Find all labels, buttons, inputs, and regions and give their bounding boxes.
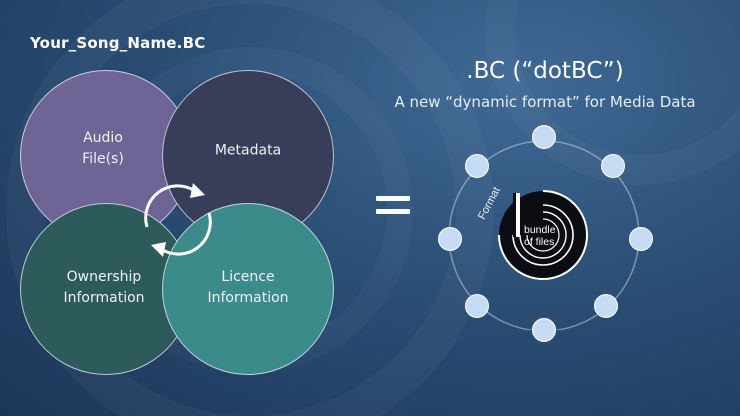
file-node bbox=[465, 294, 489, 318]
file-node bbox=[438, 227, 462, 251]
dotbc-title: .BC (“dotBC”) bbox=[466, 58, 624, 84]
dotbc-subtitle: A new “dynamic format” for Media Data bbox=[394, 93, 696, 111]
file-node bbox=[532, 125, 556, 149]
audio-files-label: Audio File(s) bbox=[82, 130, 124, 167]
dotbc-logo-icon bbox=[498, 190, 588, 280]
bundle-of-files-label: bundle of files bbox=[524, 224, 556, 248]
file-name-title: Your_Song_Name.BC bbox=[30, 34, 206, 52]
file-node bbox=[629, 227, 653, 251]
cycle-arrows-icon bbox=[144, 183, 212, 257]
metadata-label: Metadata bbox=[214, 142, 282, 159]
file-node bbox=[532, 318, 556, 342]
equals-icon bbox=[376, 196, 410, 216]
file-node bbox=[594, 294, 618, 318]
licence-information-circle bbox=[162, 203, 334, 375]
file-node bbox=[601, 154, 625, 178]
licence-information-label: Licence Information bbox=[207, 269, 289, 306]
file-node bbox=[465, 154, 489, 178]
ownership-information-label: Ownership Information bbox=[63, 269, 145, 306]
